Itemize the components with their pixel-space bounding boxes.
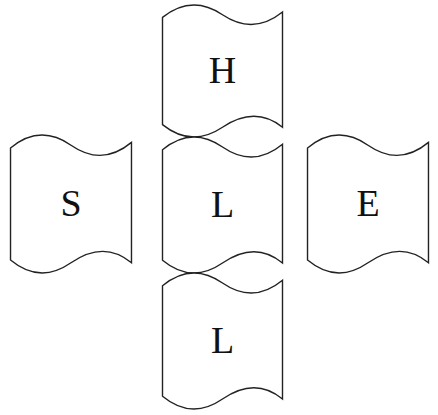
wavy-card: H [160, 4, 285, 138]
wavy-card: E [305, 134, 431, 274]
card-letter: E [356, 183, 379, 225]
wavy-outline-path [163, 5, 283, 137]
wavy-outline-path [163, 137, 283, 273]
wavy-card: L [160, 136, 285, 274]
card-letter: H [209, 50, 236, 92]
wavy-outline-path [163, 273, 283, 409]
wavy-card: S [8, 134, 134, 274]
card-letter: L [211, 320, 234, 362]
wavy-outline-path [11, 135, 132, 273]
wavy-card: L [160, 272, 285, 410]
card-letter: L [211, 184, 234, 226]
wavy-outline-path [308, 135, 429, 273]
card-letter: S [60, 183, 81, 225]
